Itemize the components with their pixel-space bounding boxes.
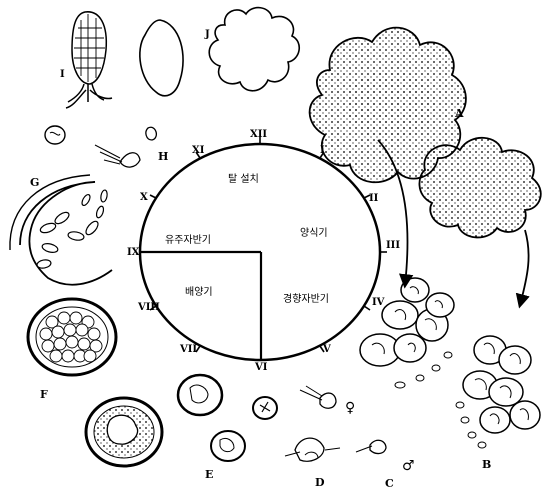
position-label-iv: IV bbox=[372, 297, 385, 308]
figure-label-f: F bbox=[40, 388, 48, 401]
position-label-xi: XI bbox=[192, 145, 205, 156]
male-symbol: ♂ bbox=[402, 458, 415, 474]
figure-label-c: C bbox=[385, 477, 394, 489]
position-label-vi: VI bbox=[254, 362, 268, 373]
figure-i-sporangium: E I bbox=[60, 12, 112, 108]
phase-label-lower-right: 경향자반기 bbox=[283, 292, 329, 305]
phase-label-lower-left: 배양기 bbox=[185, 286, 213, 298]
sporangia-cluster-1 bbox=[360, 278, 454, 388]
figure-label-b: B bbox=[482, 458, 491, 471]
position-label-ii: II bbox=[369, 193, 379, 204]
figure-c-gametes: ♀ ♂ C bbox=[300, 386, 415, 489]
position-label-xii: XII bbox=[250, 129, 267, 140]
figure-f-cell-packet: F bbox=[28, 299, 116, 401]
position-label-ix: IX bbox=[127, 247, 140, 258]
figure-label-e: E bbox=[205, 468, 213, 481]
figure-a2-thallus bbox=[419, 138, 540, 238]
figure-e-cysts: E bbox=[178, 375, 277, 481]
phase-label-upper-left: 유주자반기 bbox=[165, 234, 211, 246]
figure-label-g: G bbox=[30, 176, 39, 189]
figure-label-j: J bbox=[204, 29, 210, 40]
figure-d-gametes: D bbox=[285, 438, 340, 489]
figure-e-cyst-large bbox=[86, 398, 162, 466]
position-label-v: V bbox=[322, 344, 331, 355]
phase-label-right: 양식기 bbox=[300, 227, 328, 239]
phase-label-top: 탈 설치 bbox=[228, 172, 259, 185]
figure-g-filaments: G bbox=[10, 175, 112, 285]
figure-label-h: H bbox=[158, 150, 168, 163]
figure-h-zoospores: H bbox=[45, 126, 168, 167]
figure-oval-spore bbox=[140, 20, 183, 96]
position-label-iii: III bbox=[386, 240, 400, 251]
position-label-vii: VII bbox=[179, 344, 197, 355]
figure-label-i-visible: I bbox=[60, 69, 65, 80]
position-label-viii: VIII bbox=[137, 302, 160, 313]
figure-j-outline: J bbox=[204, 8, 299, 91]
figure-label-a: A bbox=[454, 107, 464, 120]
female-symbol: ♀ bbox=[345, 400, 355, 416]
sporangia-cluster-2: B bbox=[456, 336, 540, 471]
position-label-x: X bbox=[140, 192, 148, 203]
figure-label-d: D bbox=[315, 476, 325, 489]
